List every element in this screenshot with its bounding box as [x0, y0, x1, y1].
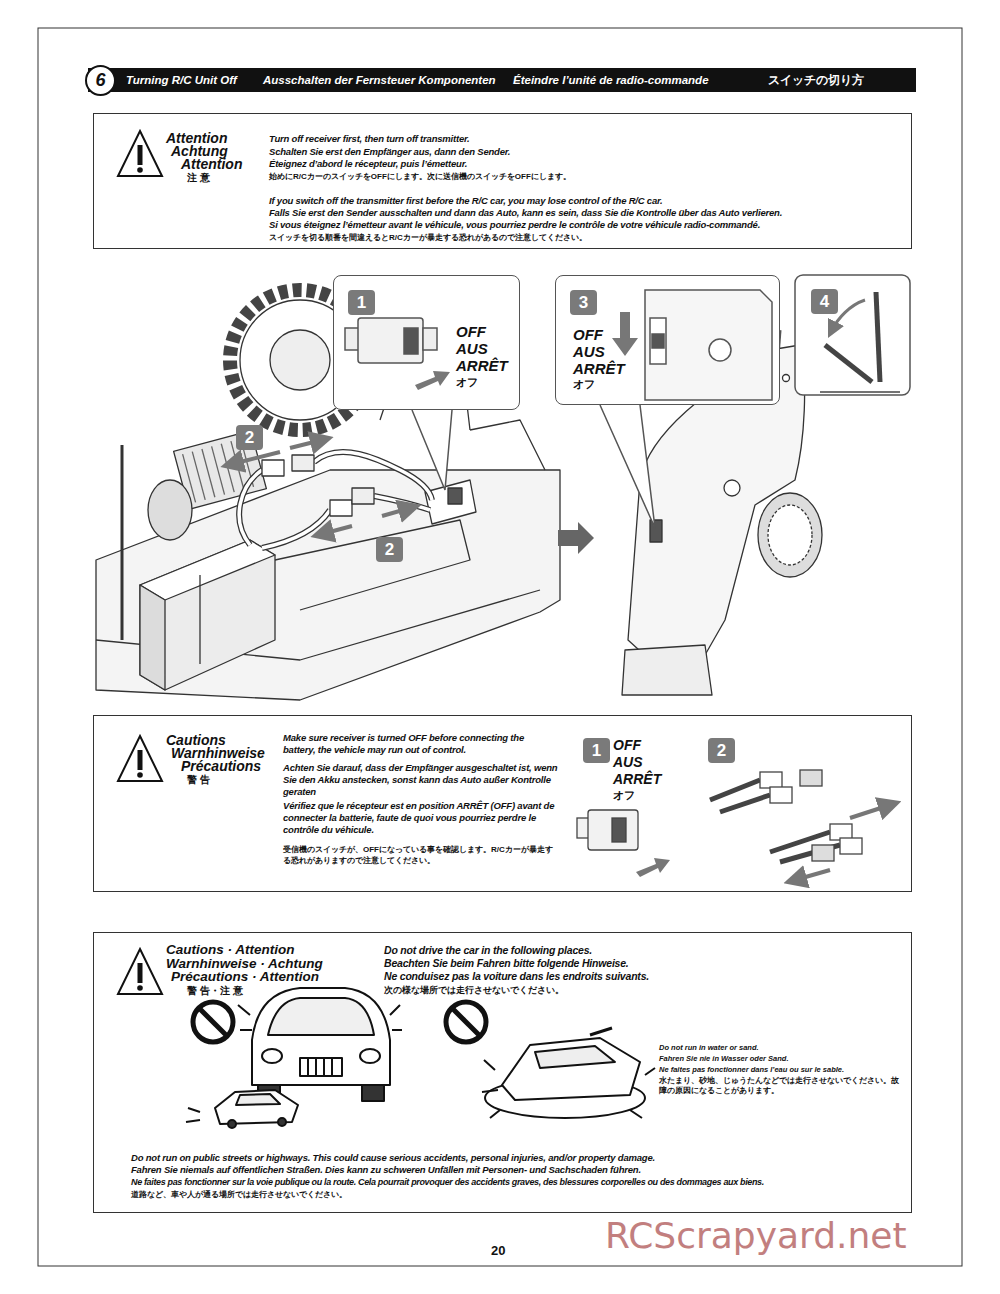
- switch-state-label: オフ: [613, 789, 635, 802]
- warning-heading: 注 意: [187, 172, 210, 184]
- warning-heading: Warnhinweise · Achtung: [166, 957, 323, 971]
- warning-heading: Cautions · Attention: [166, 943, 294, 957]
- instruction-text: If you switch off the transmitter first …: [269, 195, 662, 207]
- switch-state-label: ARRÊT: [456, 357, 508, 374]
- caution-text: Vérifiez que le récepteur est en positio…: [283, 800, 558, 836]
- callout-number: 3: [570, 290, 597, 315]
- instruction-text: Falls Sie erst den Sender ausschalten un…: [269, 207, 782, 219]
- detail-inset: OFFAUSARRÊTオフ 3: [555, 275, 780, 405]
- caution-text: 受信機のスイッチが、OFFになっている事を確認します。R/Cカーが暴走する恐れが…: [283, 844, 558, 866]
- switch-state-label: AUS: [573, 343, 605, 360]
- warning-heading: Warnhinweise: [171, 746, 265, 760]
- caution-note: Do not run in water or sand.: [659, 1043, 904, 1053]
- switch-state-label: ARRÊT: [613, 771, 661, 787]
- callout-number: 2: [385, 540, 394, 560]
- caution-text: Ne faites pas fonctionner sur la voie pu…: [131, 1176, 764, 1188]
- callout-number: 4: [820, 292, 829, 312]
- caution-text: Do not drive the car in the following pl…: [384, 944, 592, 957]
- caution-text: Achten Sie darauf, dass der Empfänger au…: [283, 762, 558, 798]
- callout-number: 1: [583, 738, 610, 763]
- heading-text: Éteindre l’unité de radio-commande: [513, 72, 709, 88]
- callout-number: 3: [579, 293, 588, 313]
- callout-number: 2: [236, 425, 263, 450]
- callout-number: 6: [95, 70, 105, 91]
- caution-note: Fahren Sie nie in Wasser oder Sand.: [659, 1054, 904, 1064]
- heading-text: Turning R/C Unit Off: [126, 72, 237, 88]
- instruction-text: Éteignez d’abord le récepteur, puis l’ém…: [269, 158, 467, 170]
- caution-text: 次の様な場所では走行させないでください。: [384, 984, 564, 996]
- switch-state-label: ARRÊT: [573, 360, 625, 377]
- heading-text: スイッチの切り方: [768, 72, 864, 88]
- caution-note: Ne faites pas fonctionner dans l’eau ou …: [659, 1065, 904, 1075]
- cautions-box: CautionsWarnhinweisePrécautions警 告 Make s…: [93, 715, 912, 892]
- inset-switch: [333, 275, 520, 490]
- switch-state-label: AUS: [456, 340, 488, 357]
- step-number-circle: 6: [85, 65, 116, 96]
- callout-number: 1: [592, 741, 601, 761]
- warning-heading: Cautions: [166, 733, 226, 747]
- sequence-arrow: [558, 522, 594, 554]
- warning-heading: 警 告・注 意: [187, 985, 243, 997]
- warning-heading: Attention: [166, 131, 227, 145]
- callout-number: 2: [717, 741, 726, 761]
- switch-state-label: AUS: [613, 754, 643, 770]
- prohibited-places-illustration: [186, 988, 655, 1128]
- inset-antenna: [795, 275, 910, 395]
- heading-text: Ausschalten der Fernsteuer Komponenten: [263, 72, 496, 88]
- switch-state-label: OFF: [456, 323, 486, 340]
- watermark: RCScrapyard.net: [605, 1214, 907, 1257]
- callout-number: 2: [708, 738, 735, 763]
- switch-state-label: OFF: [613, 737, 641, 753]
- instruction-text: Schalten Sie erst den Empfänger aus, dan…: [269, 146, 510, 158]
- title-band: Turning R/C Unit Off Ausschalten der Fern…: [88, 68, 916, 92]
- callout-number: 2: [376, 537, 403, 562]
- cautions-illustration: [577, 770, 890, 880]
- warning-heading: 警 告: [187, 774, 210, 786]
- detail-inset: OFFAUSARRÊT オフ 1: [333, 275, 520, 410]
- callout-number: 4: [811, 289, 838, 314]
- switch-state-label: OFF: [573, 326, 603, 343]
- attention-box: AttentionAchtungAttention注 意Turn off rec…: [93, 113, 912, 249]
- instruction-text: 始めにR/CカーのスイッチをOFFにします。次に送信機のスイッチをOFFにします…: [269, 171, 571, 183]
- caution-note: 水たまり、砂地、じゅうたんなどでは走行させないでください。故障の原因になることが…: [659, 1076, 904, 1096]
- page-number: 20: [491, 1243, 505, 1259]
- switch-state-label: オフ: [573, 378, 595, 391]
- warning-heading: Achtung: [171, 144, 228, 158]
- warning-heading: Précautions: [181, 759, 261, 773]
- warning-heading: Attention: [181, 157, 242, 171]
- caution-text: Make sure receiver is turned OFF before …: [283, 732, 558, 756]
- callout-number: 1: [348, 290, 375, 315]
- caution-text: Fahren Sie niemals auf öffentlichen Stra…: [131, 1164, 641, 1176]
- instruction-text: スイッチを切る順番を間違えるとR/Cカーが暴走する恐れがあるので注意してください…: [269, 232, 587, 244]
- caution-text: 道路など、車や人が通る場所では走行させないでください。: [131, 1189, 347, 1201]
- callout-number: 1: [357, 293, 366, 313]
- caution-text: Ne conduisez pas la voiture dans les end…: [384, 970, 649, 983]
- inset-transmitter-switch: [555, 275, 780, 528]
- caution-text: Do not run on public streets or highways…: [131, 1152, 655, 1164]
- switch-state-label: オフ: [456, 376, 478, 389]
- instruction-text: Turn off receiver first, then turn off t…: [269, 133, 469, 145]
- warning-heading: Précautions · Attention: [171, 970, 319, 984]
- caution-text: Beachten Sie beim Fahren bitte folgende …: [384, 957, 629, 970]
- cautions-box: Cautions · AttentionWarnhinweise · Achtu…: [93, 932, 912, 1213]
- callout-number: 2: [245, 428, 254, 448]
- instruction-text: Si vous éteignez l’émetteur avant le véh…: [269, 219, 760, 231]
- page-border: [38, 28, 962, 1266]
